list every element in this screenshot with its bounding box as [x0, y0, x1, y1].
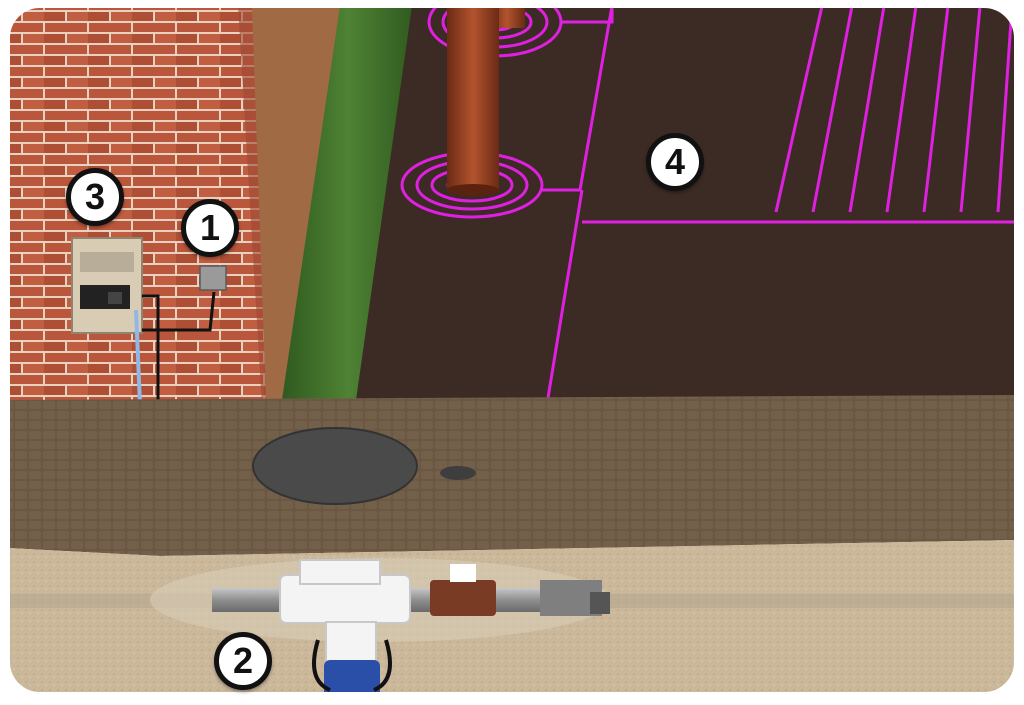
marker-3-label: 3 [85, 176, 105, 218]
valve-box-lid [253, 428, 417, 504]
marker-2-label: 2 [233, 640, 253, 682]
tree-trunk-front [447, 6, 499, 190]
marker-3: 3 [66, 168, 124, 226]
marker-4-label: 4 [665, 141, 685, 183]
marker-2: 2 [214, 632, 272, 690]
marker-1-label: 1 [200, 207, 220, 249]
brick-wall [8, 6, 278, 406]
marker-4: 4 [646, 133, 704, 191]
irrigation-controller [72, 238, 142, 333]
sensor-box [200, 266, 226, 290]
paving-layer [8, 395, 1016, 556]
marker-1: 1 [181, 199, 239, 257]
valve-box-small [440, 466, 476, 480]
